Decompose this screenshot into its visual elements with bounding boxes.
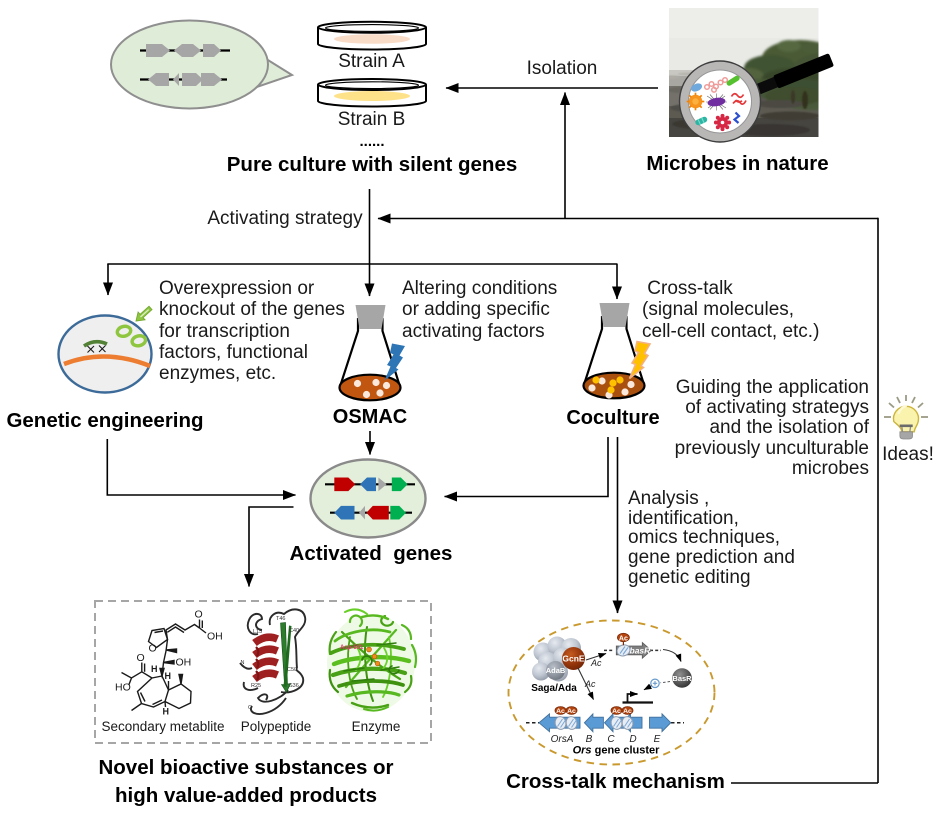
svg-text:H: H bbox=[165, 671, 172, 681]
svg-text:S36: S36 bbox=[289, 683, 299, 689]
svg-text:Ac: Ac bbox=[619, 635, 628, 642]
svg-text:D: D bbox=[629, 734, 636, 745]
svg-text:T46: T46 bbox=[276, 616, 285, 622]
svg-text:AdaB: AdaB bbox=[546, 666, 566, 675]
svg-text:C50: C50 bbox=[287, 667, 297, 673]
svg-text:C40: C40 bbox=[289, 628, 299, 634]
svg-text:Ac: Ac bbox=[584, 679, 596, 689]
svg-text:Ac: Ac bbox=[623, 708, 632, 715]
svg-text:Ac: Ac bbox=[612, 708, 621, 715]
svg-text:Ors gene cluster: Ors gene cluster bbox=[573, 745, 661, 757]
svg-text:OH: OH bbox=[176, 657, 192, 669]
svg-text:Ac: Ac bbox=[567, 708, 576, 715]
svg-text:Ac: Ac bbox=[590, 658, 602, 668]
svg-text:GcnE: GcnE bbox=[562, 654, 585, 664]
svg-text:H: H bbox=[151, 664, 158, 674]
svg-text:OrsA: OrsA bbox=[551, 734, 574, 745]
svg-text:R25: R25 bbox=[251, 683, 261, 689]
svg-text:basR: basR bbox=[630, 646, 652, 656]
svg-text:C: C bbox=[607, 734, 615, 745]
svg-text:C: C bbox=[248, 705, 252, 711]
svg-text:Asp-501: Asp-501 bbox=[340, 645, 364, 651]
svg-text:N: N bbox=[241, 660, 245, 666]
svg-text:L15: L15 bbox=[253, 629, 262, 635]
svg-text:OH: OH bbox=[207, 631, 223, 643]
svg-text:H: H bbox=[163, 707, 170, 717]
svg-text:B: B bbox=[586, 734, 593, 745]
svg-text:O: O bbox=[137, 652, 145, 664]
svg-text:O: O bbox=[149, 643, 157, 655]
svg-text:Saga/Ada: Saga/Ada bbox=[531, 683, 577, 694]
svg-text:HO: HO bbox=[115, 682, 131, 694]
svg-text:E: E bbox=[654, 734, 661, 745]
svg-text:BasR: BasR bbox=[672, 674, 692, 683]
svg-text:Ac: Ac bbox=[556, 708, 565, 715]
svg-text:O: O bbox=[195, 609, 203, 621]
